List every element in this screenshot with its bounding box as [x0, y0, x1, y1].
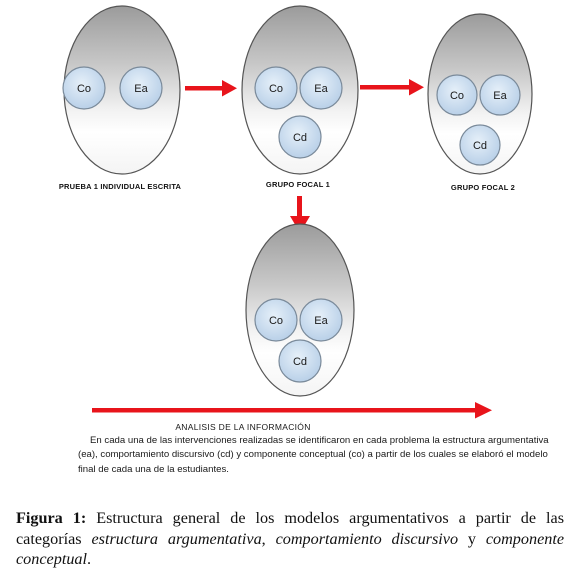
- stage-label: PRUEBA 1 INDIVIDUAL ESCRITA: [59, 182, 182, 191]
- caption-term-3: componente conceptual: [16, 529, 565, 569]
- node-label: Co: [77, 83, 91, 95]
- analysis-body: En cada una de las intervenciones realiz…: [78, 434, 549, 476]
- caption-conjunction: y: [467, 529, 476, 548]
- stage-grupo-focal-1: Co Ea Cd GRUPO FOCAL 1: [241, 5, 359, 189]
- node-co: Co: [254, 298, 298, 342]
- node-label: Co: [269, 315, 283, 327]
- stage-prueba-individual: Co Ea PRUEBA 1 INDIVIDUAL ESCRITA: [59, 5, 182, 191]
- stage-grupo-focal-2: Co Ea Cd GRUPO FOCAL 2: [427, 13, 533, 192]
- caption-label: Figura 1:: [16, 509, 87, 527]
- node-label: Ea: [314, 83, 328, 95]
- arrow-right-1: [185, 80, 237, 97]
- node-cd: Cd: [278, 339, 322, 383]
- node-co: Co: [436, 74, 478, 116]
- stage-label: GRUPO FOCAL 1: [266, 180, 330, 189]
- node-label: Ea: [314, 315, 328, 327]
- node-label: Cd: [473, 140, 487, 152]
- stage-oval: [245, 223, 355, 397]
- node-label: Ea: [134, 83, 148, 95]
- node-ea: Ea: [299, 298, 343, 342]
- figure-caption: Figura 1: Estructura general de los mode…: [16, 508, 564, 570]
- caption-term-1: estructura argumentativa: [91, 529, 262, 548]
- caption-text: Estructura general de los modelos argume…: [16, 509, 565, 548]
- node-label: Ea: [493, 90, 507, 102]
- node-label: Cd: [293, 356, 307, 368]
- analysis-section: ANALISIS DE LA INFORMACIÓN En cada una d…: [78, 421, 558, 478]
- node-label: Co: [450, 90, 464, 102]
- node-label: Cd: [293, 132, 307, 144]
- node-co: Co: [254, 66, 298, 110]
- caption-end: .: [87, 550, 92, 569]
- node-cd: Cd: [278, 115, 322, 159]
- arrow-long-right: [92, 402, 492, 419]
- arrow-right-2: [360, 79, 424, 96]
- node-label: Co: [269, 83, 283, 95]
- caption-term-2: comportamiento discursivo: [275, 529, 459, 548]
- analysis-title: ANALISIS DE LA INFORMACIÓN: [175, 422, 311, 432]
- node-ea: Ea: [119, 66, 163, 110]
- node-ea: Ea: [479, 74, 521, 116]
- node-ea: Ea: [299, 66, 343, 110]
- stage-label: GRUPO FOCAL 2: [451, 183, 515, 192]
- caption-separator: ,: [261, 529, 266, 548]
- stage-final-model: Co Ea Cd: [245, 223, 355, 397]
- node-cd: Cd: [459, 124, 501, 166]
- node-co: Co: [62, 66, 106, 110]
